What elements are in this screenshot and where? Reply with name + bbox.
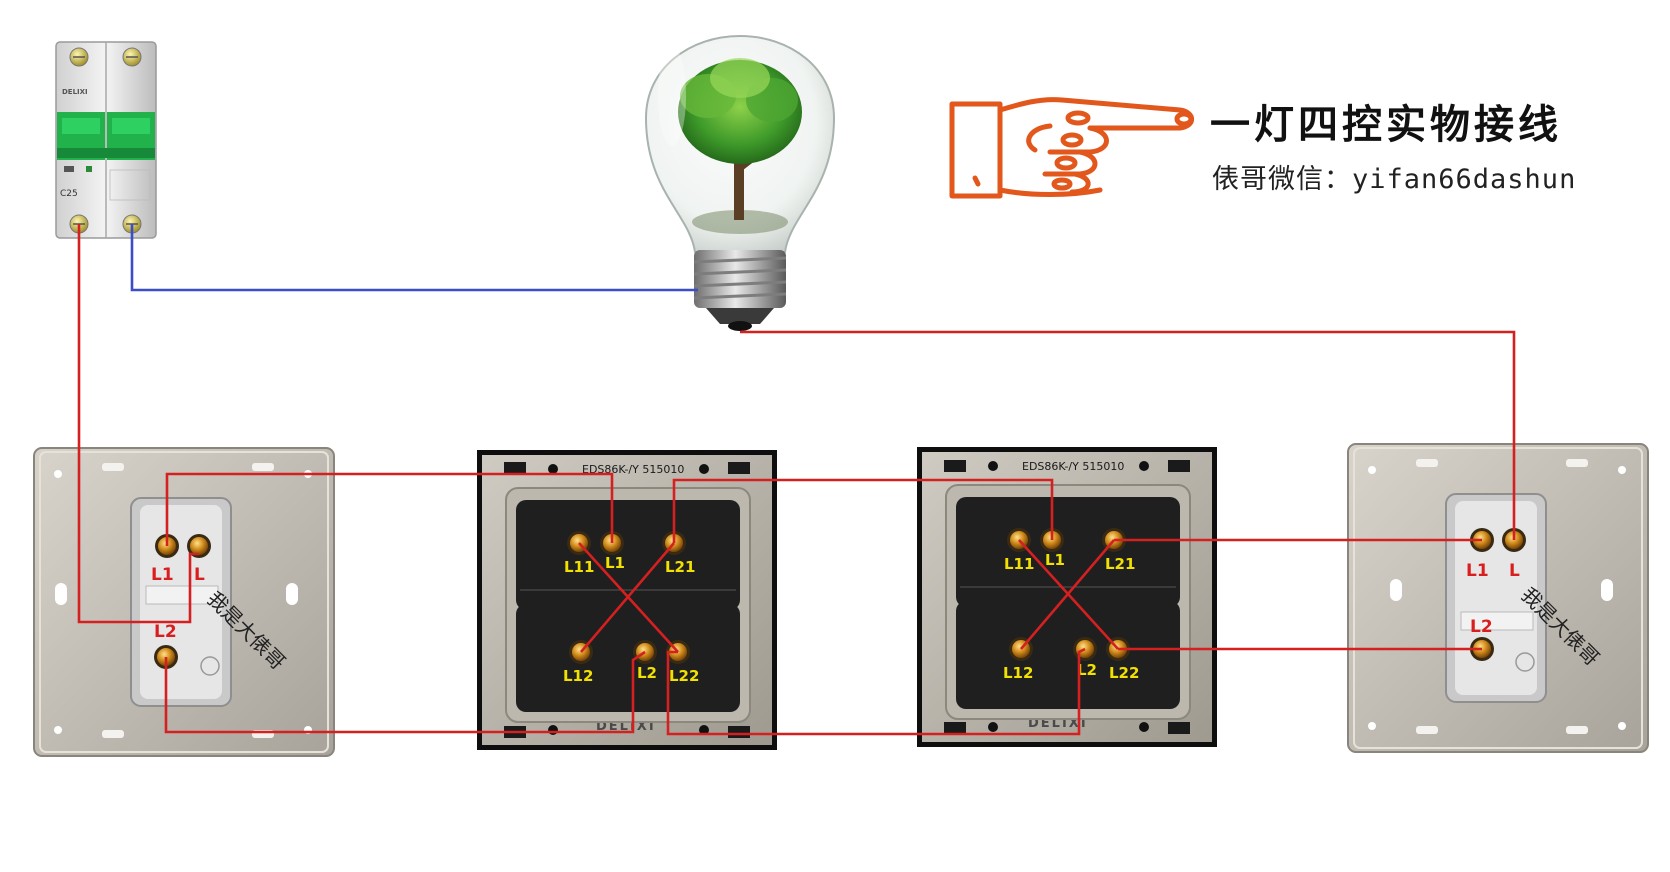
light-bulb-icon	[644, 34, 836, 331]
switch-c-label-l12: L12	[1003, 664, 1033, 682]
wiring	[77, 224, 1516, 736]
switch-b-label-l22: L22	[669, 667, 699, 685]
switch-right-label-l2: L2	[1470, 617, 1493, 637]
switch-b-label-l2: L2	[637, 664, 657, 682]
switch-c-label-l22: L22	[1109, 664, 1139, 682]
switch-left-one-way: L1 L L2 我是大俵哥	[33, 447, 335, 757]
wire-d-l-to-lamp	[740, 330, 1516, 540]
switch-b-label-l12: L12	[563, 667, 593, 685]
switch-b-label-l11: L11	[564, 558, 594, 576]
switch-b-label-l1: L1	[605, 554, 625, 572]
switch-left-label-l1: L1	[151, 565, 174, 585]
switch-right-label-l: L	[1509, 561, 1520, 581]
switch-right-label-l1: L1	[1466, 561, 1489, 581]
pointing-hand-icon	[949, 97, 1195, 199]
wire-a-l2-to-b-l2	[164, 650, 646, 734]
switch-c-label-l2: L2	[1077, 661, 1097, 679]
wire-a-l1-to-b-l1	[165, 472, 614, 546]
page-title: 一灯四控实物接线	[1210, 101, 1562, 148]
breaker-brand: DELIXI	[62, 88, 88, 96]
circuit-breaker-icon: DELIXI C25	[55, 41, 157, 239]
wire-b-l21-to-c-l1	[672, 478, 1054, 543]
wire-b-l22-to-c-l2	[666, 647, 1086, 736]
neutral-wire	[130, 224, 698, 292]
switch-c-model: EDS86K-/Y 515010	[1022, 460, 1124, 473]
switch-left-label-l2: L2	[154, 622, 177, 642]
page-subtitle: 俵哥微信：yifan66dashun	[1212, 164, 1576, 195]
live-feed-wire	[77, 224, 199, 624]
switch-c-label-l1: L1	[1045, 551, 1065, 569]
breaker-rating: C25	[60, 189, 78, 199]
switch-center-right-two-way: EDS86K-/Y 515010 DELIXI L11 L1 L21 L12 L…	[917, 447, 1217, 747]
switch-c-label-l11: L11	[1004, 555, 1034, 573]
switch-right-one-way: L1 L L2 我是大俵哥	[1347, 443, 1649, 753]
switch-c-label-l21: L21	[1105, 555, 1135, 573]
switch-b-label-l21: L21	[665, 558, 695, 576]
switch-left-label-l: L	[194, 565, 205, 585]
